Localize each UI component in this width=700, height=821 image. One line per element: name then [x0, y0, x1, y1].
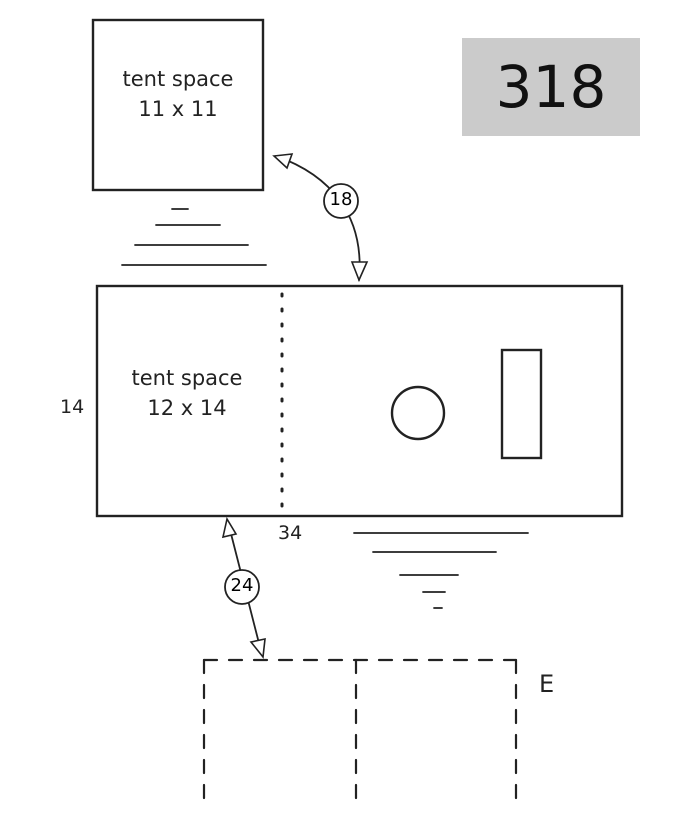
- arrow-upper-to-main: [275, 155, 361, 281]
- arrowhead-upper: [272, 153, 294, 170]
- arrowhead-parking: [249, 637, 266, 660]
- site-number: 318: [495, 53, 607, 121]
- main-tent-title: tent space: [131, 366, 243, 390]
- slope-lines-upper: [121, 208, 267, 266]
- arrowhead-main-bottom: [221, 516, 238, 539]
- distance-lower-label: 24: [230, 575, 254, 596]
- bottom-dimension-label: 34: [278, 522, 303, 544]
- arrowhead-main-top: [350, 261, 369, 283]
- parking-area: [202, 658, 518, 812]
- distance-circle-lower: [224, 569, 260, 605]
- upper-tent-box: [91, 18, 265, 192]
- slope-lines-lower: [353, 532, 529, 609]
- upper-tent-size: 11 x 11: [138, 97, 218, 121]
- picnic-table: [500, 348, 543, 460]
- distance-circle-upper: [323, 183, 359, 219]
- side-dimension-label: 14: [60, 396, 85, 418]
- distance-upper-label: 18: [329, 189, 353, 210]
- site-number-badge: 318: [462, 38, 640, 136]
- main-tent-size: 12 x 14: [147, 396, 227, 420]
- main-tent-label: tent space 12 x 14: [97, 363, 277, 423]
- direction-label: E: [539, 670, 555, 698]
- fire-ring: [390, 385, 446, 441]
- upper-tent-title: tent space: [122, 67, 234, 91]
- main-site-box: [95, 284, 624, 518]
- upper-tent-label: tent space 11 x 11: [93, 64, 263, 124]
